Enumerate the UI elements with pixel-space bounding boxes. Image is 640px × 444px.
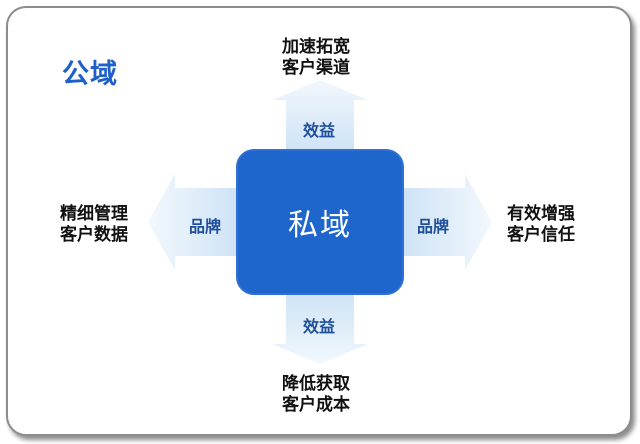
outcome-bottom-line-2: 客户成本 [282,395,350,415]
arrow-left-shape [148,174,237,270]
arrow-right-label: 品牌 [417,217,450,236]
center-node-label: 私域 [288,208,352,243]
arrow-top-label: 效益 [303,121,336,140]
arrow-right-shape [403,174,492,270]
outcome-top-line-1: 加速拓宽 [282,37,350,57]
arrow-down-shape [272,294,368,364]
arrow-up-shape [272,80,368,150]
arrow-bottom-label: 效益 [303,317,336,336]
arrow-left-label: 品牌 [189,217,222,236]
outcome-top-line-2: 客户渠道 [282,58,350,78]
outcome-bottom: 降低获取 客户成本 [282,374,350,416]
outcome-right-line-2: 客户信任 [507,225,575,245]
outcome-left: 精细管理 客户数据 [60,204,128,246]
outcome-left-line-2: 客户数据 [60,225,128,245]
diagram-title: 公域 [62,59,118,90]
outcome-bottom-line-1: 降低获取 [282,374,350,394]
outcome-right: 有效增强 客户信任 [507,204,575,246]
center-node: 私域 [236,149,404,295]
outcome-top: 加速拓宽 客户渠道 [282,37,350,79]
outcome-right-line-1: 有效增强 [507,204,575,224]
outcome-left-line-1: 精细管理 [60,204,128,224]
